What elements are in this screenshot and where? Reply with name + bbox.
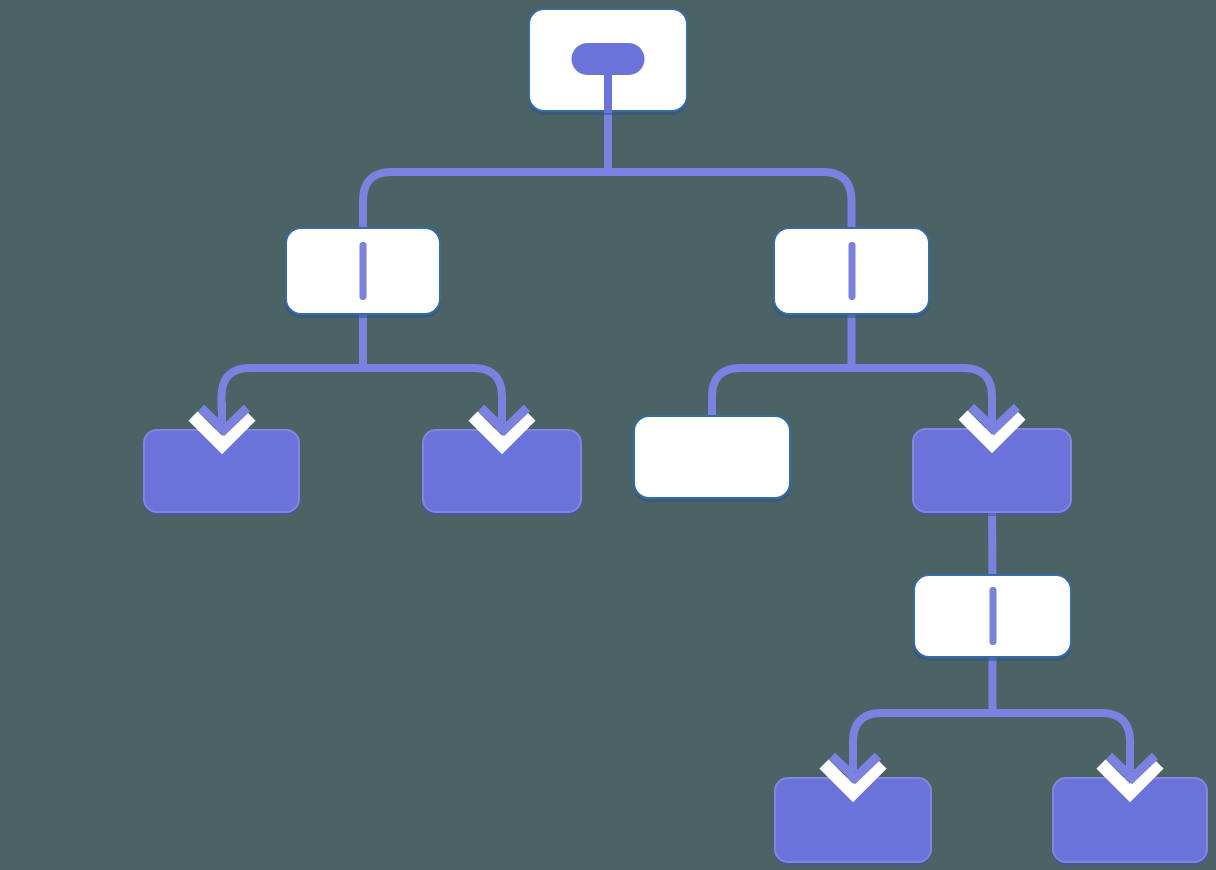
chevron-outline bbox=[958, 410, 1026, 454]
tree-node-root[interactable] bbox=[528, 8, 688, 113]
chevron-arrow-head bbox=[828, 752, 882, 785]
chevron-arrow-head bbox=[477, 404, 531, 437]
chevron-double-down-icon[interactable] bbox=[819, 750, 887, 808]
tree-node-branch-left[interactable] bbox=[285, 227, 441, 315]
chevron-outline bbox=[468, 411, 536, 455]
chevron-arrow-head bbox=[1105, 752, 1159, 785]
tree-edge-connector bbox=[359, 102, 612, 239]
tree-edge-connector bbox=[849, 648, 997, 759]
root-node-stem bbox=[604, 72, 612, 113]
tree-edge-connector bbox=[604, 102, 856, 239]
chevron-double-down-icon[interactable] bbox=[187, 402, 256, 460]
chevron-arrow-head bbox=[197, 404, 250, 437]
tree-edge-connector bbox=[217, 305, 367, 411]
tree-edge-connector bbox=[359, 305, 506, 411]
chevron-double-down-icon[interactable] bbox=[1096, 750, 1164, 808]
tree-node-child-right-1[interactable] bbox=[633, 415, 791, 499]
chevron-outline bbox=[1096, 759, 1164, 803]
chevron-double-down-icon[interactable] bbox=[468, 402, 536, 460]
node-divider-bar bbox=[989, 587, 996, 645]
tree-edge-connector bbox=[847, 305, 996, 410]
chevron-arrow-head bbox=[967, 403, 1021, 436]
chevron-outline bbox=[819, 759, 887, 803]
tree-node-branch-right[interactable] bbox=[773, 227, 930, 315]
chevron-outline bbox=[187, 411, 256, 455]
root-node-pill bbox=[571, 43, 645, 75]
tree-node-branch-sub[interactable] bbox=[913, 574, 1072, 658]
tree-edge-connector bbox=[708, 305, 856, 427]
node-divider-bar bbox=[359, 242, 367, 300]
chevron-double-down-icon[interactable] bbox=[958, 401, 1026, 459]
tree-edge-connector bbox=[988, 502, 997, 587]
tree-edge-connector bbox=[988, 648, 1134, 759]
node-divider-bar bbox=[848, 242, 855, 300]
